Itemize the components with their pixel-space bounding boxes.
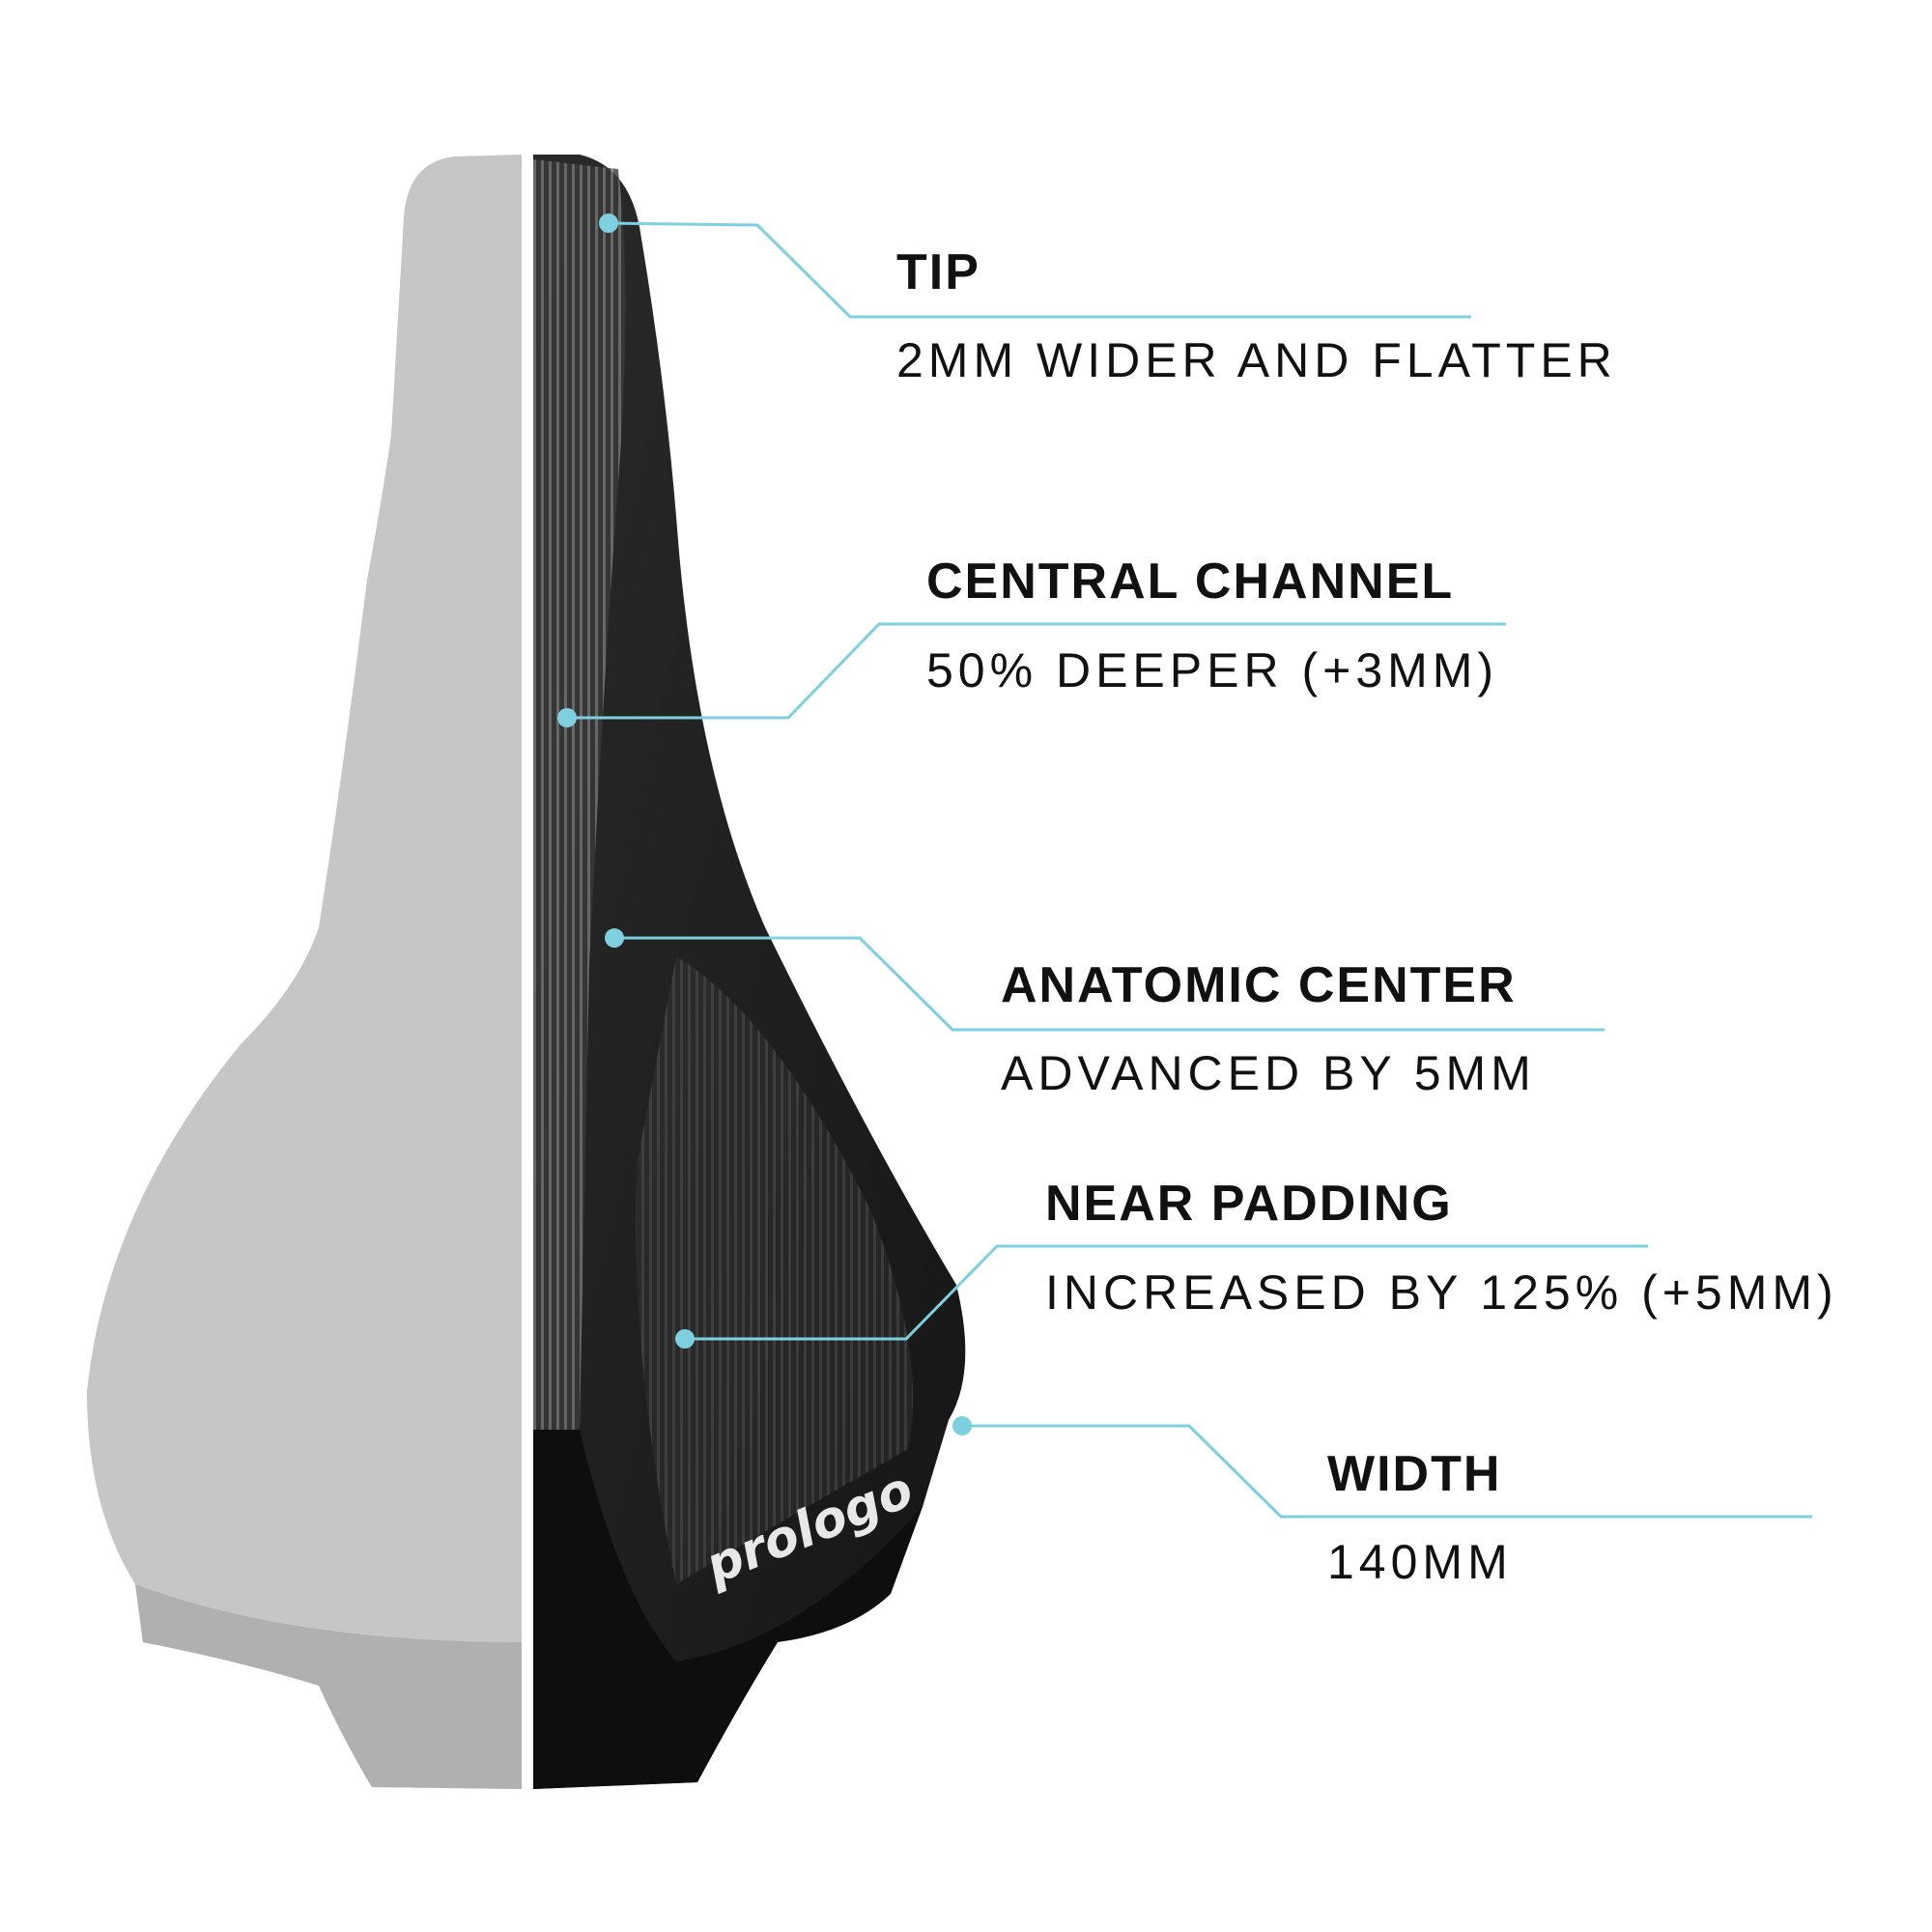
tip-leader-line bbox=[608, 221, 1471, 319]
central-channel-leader-line bbox=[567, 622, 1506, 720]
comparison-divider bbox=[523, 153, 530, 1791]
width-detail: 140MM bbox=[1327, 1535, 1513, 1589]
anatomic-center-detail: ADVANCED BY 5MM bbox=[1001, 1046, 1536, 1100]
old-saddle-base bbox=[135, 1584, 522, 1789]
central-channel-texture bbox=[533, 159, 626, 1430]
central-channel-marker-dot bbox=[557, 708, 577, 727]
padding-texture bbox=[636, 956, 913, 1584]
near-padding-detail: INCREASED BY 125% (+5MM) bbox=[1045, 1265, 1838, 1320]
near-padding-leader-line bbox=[685, 1244, 1648, 1341]
central-channel-title: CENTRAL CHANNEL bbox=[926, 554, 1455, 610]
anatomic-center-title: ANATOMIC CENTER bbox=[1001, 957, 1517, 1013]
width-title: WIDTH bbox=[1327, 1446, 1502, 1502]
tip-title: TIP bbox=[896, 244, 980, 300]
near-padding-title: NEAR PADDING bbox=[1045, 1176, 1453, 1232]
tip-detail: 2MM WIDER AND FLATTER bbox=[896, 333, 1617, 387]
near-padding-marker-dot bbox=[675, 1329, 695, 1349]
new-saddle-base bbox=[533, 1430, 923, 1789]
central-channel-detail: 50% DEEPER (+3MM) bbox=[926, 643, 1499, 697]
anatomic-center-leader-line bbox=[614, 936, 1605, 1032]
callout-leaders bbox=[567, 221, 1812, 1519]
anatomic-center-marker-dot bbox=[605, 928, 624, 948]
width-leader-line bbox=[962, 1424, 1812, 1519]
width-marker-dot bbox=[952, 1416, 972, 1435]
tip-marker-dot bbox=[599, 213, 618, 233]
old-saddle-silhouette bbox=[87, 155, 522, 1789]
